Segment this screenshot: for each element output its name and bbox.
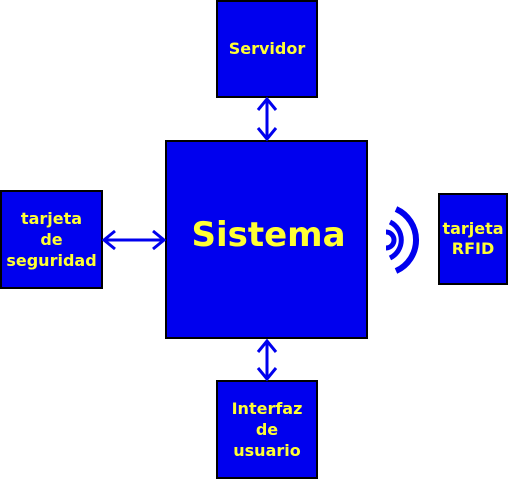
arrow-sistema-tarjeta-seguridad <box>101 229 167 251</box>
servidor-label: Servidor <box>228 39 306 58</box>
tarjeta-seguridad-label: tarjeta de seguridad <box>6 209 97 270</box>
interfaz-usuario-label: Interfaz de usuario <box>231 399 303 460</box>
arrow-sistema-servidor <box>256 96 278 142</box>
servidor-box: Servidor <box>216 0 318 98</box>
sistema-label: Sistema <box>191 215 346 255</box>
wireless-signal-icon <box>385 206 419 274</box>
interfaz-usuario-box: Interfaz de usuario <box>216 380 318 479</box>
tarjeta-rfid-label: tarjeta RFID <box>442 219 504 258</box>
arrow-sistema-interfaz <box>256 338 278 382</box>
tarjeta-seguridad-box: tarjeta de seguridad <box>0 190 103 289</box>
tarjeta-rfid-box: tarjeta RFID <box>438 193 508 285</box>
sistema-box: Sistema <box>165 140 368 339</box>
